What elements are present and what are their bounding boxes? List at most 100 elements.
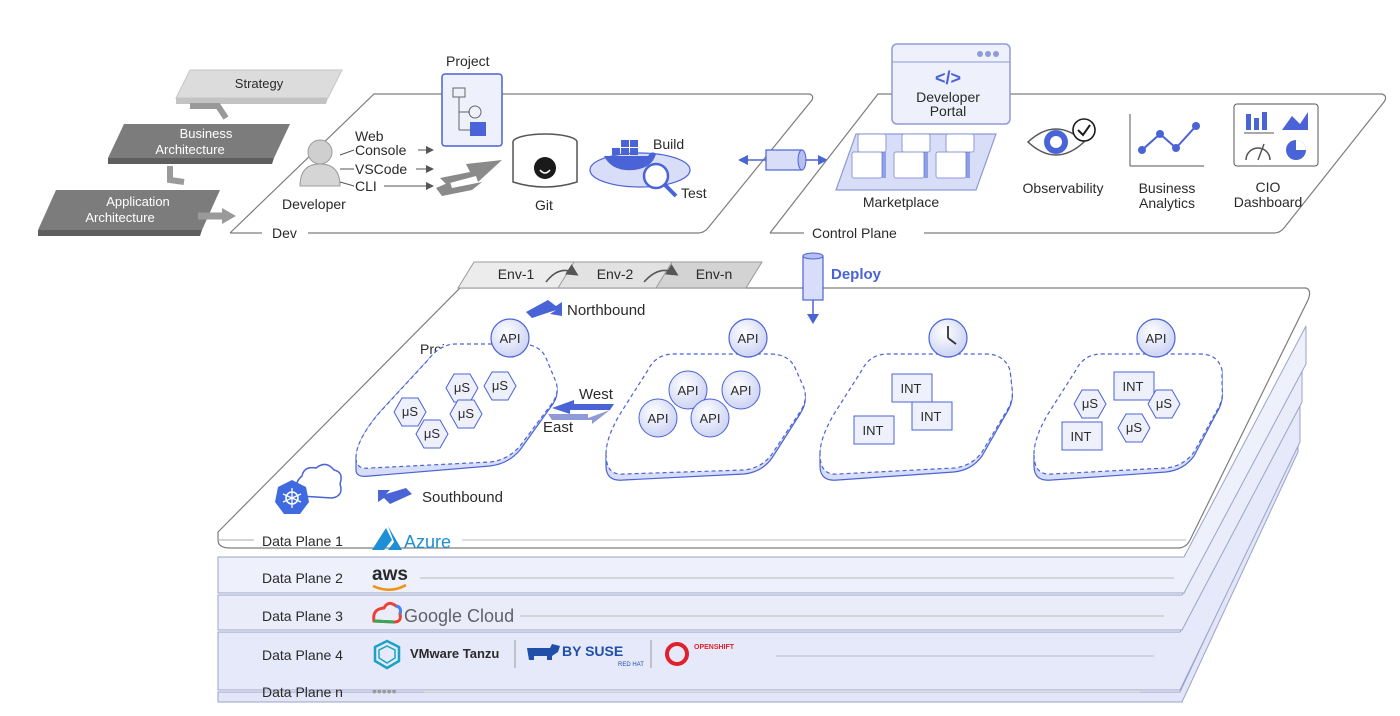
microservice-node: μS — [1073, 389, 1107, 419]
google-cloud-text: Google Cloud — [404, 606, 514, 626]
project-document-icon — [441, 73, 503, 147]
svg-text:INT: INT — [901, 381, 922, 396]
env-arrow-icon — [545, 264, 579, 283]
tanzu-icon — [373, 639, 401, 670]
integration-node: INT — [1061, 421, 1103, 451]
svg-text:μS: μS — [458, 406, 474, 421]
developer-label: Developer — [282, 196, 346, 212]
vmware-tanzu-text: VMware Tanzu — [410, 646, 499, 661]
svg-text:μS: μS — [1156, 396, 1172, 411]
ladder-arrow — [190, 103, 229, 120]
project-doc-label: Project — [446, 53, 490, 69]
svg-text:API: API — [678, 383, 699, 398]
deploy-pipe-icon — [802, 252, 824, 324]
git-icon — [512, 133, 578, 188]
vscode-label: VSCode — [355, 161, 407, 177]
openshift-icon — [665, 642, 689, 666]
strategy-ladder: Strategy Business Architecture Applicati… — [38, 69, 343, 236]
test-label: Test — [681, 185, 707, 201]
marketplace-icon — [835, 133, 997, 191]
strategy-label: Strategy — [235, 76, 284, 91]
integration-node: INT — [853, 415, 895, 445]
dev-panel: Dev Developer Web Console VSCode CLI Pro… — [229, 53, 814, 241]
svg-text:μS: μS — [1082, 396, 1098, 411]
svg-text:μS: μS — [402, 404, 418, 419]
cio-label: CIO — [1256, 179, 1281, 195]
svg-text:μS: μS — [1126, 420, 1142, 435]
microservice-node: μS — [449, 399, 483, 429]
api-gateway-ball: API — [728, 318, 768, 358]
exchange-arrows-icon — [436, 160, 502, 196]
business-analytics-label: Business — [1139, 180, 1196, 196]
env-1-label: Env-1 — [498, 266, 535, 282]
west-east-arrows-icon — [548, 400, 614, 424]
api-gateway-ball: API — [1136, 318, 1176, 358]
application-label: Application — [106, 194, 170, 209]
microservice-node: μS — [483, 371, 517, 401]
svg-text:INT: INT — [863, 423, 884, 438]
vmware-tanzu-logo: VMware Tanzu — [373, 639, 516, 670]
git-label: Git — [535, 197, 553, 213]
developer-avatar — [299, 139, 341, 187]
architecture-label: Architecture — [155, 142, 224, 157]
red-hat-text: OPENSHIFT — [694, 644, 735, 651]
data-plane-3-layer — [217, 359, 1303, 631]
business-analytics-icon — [1129, 114, 1204, 167]
portal-label: Developer — [916, 89, 980, 105]
northbound-arrow-icon — [526, 300, 562, 318]
tab-env-2[interactable]: Env-2 — [557, 261, 681, 289]
api-node: API — [668, 370, 708, 410]
api-gateway-ball: API — [490, 318, 530, 358]
data-plane-4-layer — [217, 397, 1301, 691]
svg-text:INT: INT — [921, 409, 942, 424]
github-icon — [534, 157, 556, 179]
southbound-label: Southbound — [422, 489, 503, 506]
tab-env-n[interactable]: Env-n — [655, 261, 763, 289]
control-plane-title: Control Plane — [812, 225, 897, 241]
environment-tabs: Env-1 Env-2 Env-n — [457, 261, 763, 289]
azure-logo: Azure — [372, 526, 451, 552]
env-2-label: Env-2 — [597, 266, 634, 282]
cio-label: Dashboard — [1234, 194, 1303, 210]
data-plane-2-layer — [217, 325, 1307, 594]
svg-text:μS: μS — [424, 426, 440, 441]
data-plane-1-label: Data Plane 1 — [262, 533, 343, 549]
svg-text:μS: μS — [454, 380, 470, 395]
by-suse-text: RED HAT — [618, 662, 644, 668]
openshift-logo: OPENSHIFT — [665, 642, 735, 666]
business-architecture-box — [108, 124, 290, 158]
observability-eye-icon — [1026, 118, 1096, 156]
microservice-node: μS — [1117, 413, 1151, 443]
svg-text:API: API — [700, 411, 721, 426]
data-plane-2-label: Data Plane 2 — [262, 570, 343, 586]
dev-title: Dev — [272, 225, 297, 241]
google-cloud-logo: Google Cloud — [372, 601, 514, 626]
architecture-label: Architecture — [85, 210, 154, 225]
web-label: Web — [355, 128, 384, 144]
svg-text:API: API — [738, 331, 759, 346]
integration-node: INT — [1113, 371, 1155, 401]
business-label: Business — [180, 126, 233, 141]
console-label: Console — [355, 142, 407, 158]
api-node: API — [638, 398, 678, 438]
svg-text:API: API — [1146, 331, 1167, 346]
clock-icon — [928, 318, 968, 358]
svg-text:μS: μS — [492, 378, 508, 393]
svg-text:API: API — [731, 383, 752, 398]
api-node: API — [721, 370, 761, 410]
integration-node: INT — [911, 401, 953, 431]
business-analytics-label: Analytics — [1139, 195, 1195, 211]
svg-text:INT: INT — [1071, 429, 1092, 444]
data-plane-n-layer — [217, 439, 1299, 703]
microservice-node: μS — [1147, 389, 1181, 419]
env-arrow-icon — [643, 264, 679, 283]
aws-text: aws — [372, 564, 408, 585]
build-label: Build — [653, 136, 684, 152]
code-icon: </> — [935, 68, 961, 88]
microservice-node: μS — [415, 419, 449, 449]
data-plane-4-label: Data Plane 4 — [262, 647, 343, 663]
rancher-text: BY SUSE — [562, 643, 623, 659]
magnifier-icon — [642, 162, 678, 198]
rancher-icon — [527, 644, 560, 660]
